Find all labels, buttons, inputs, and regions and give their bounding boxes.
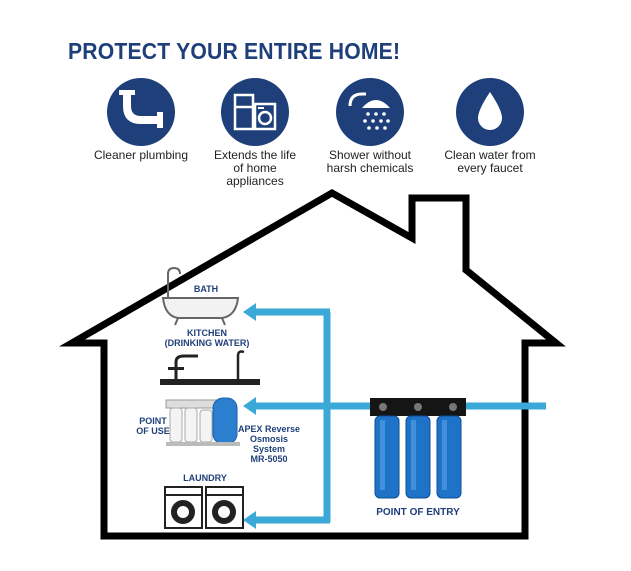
- house-outline: [58, 188, 566, 540]
- label-point-of-entry: POINT OF ENTRY: [376, 507, 460, 518]
- benefit-plumbing: [107, 78, 175, 146]
- ro-system-icon: [165, 397, 240, 446]
- benefit-label-appliances: Extends the life of home appliances: [213, 148, 297, 188]
- label-kitchen: KITCHEN (DRINKING WATER): [164, 328, 250, 348]
- label-bath: BATH: [193, 284, 219, 294]
- label-ro-system: APEX Reverse Osmosis System MR-5050: [237, 424, 301, 464]
- benefit-shower: [336, 78, 404, 146]
- pipe-icon: [119, 90, 163, 128]
- pipe-arrows: [243, 303, 256, 529]
- benefit-label-shower: Shower without harsh chemicals: [326, 148, 414, 175]
- benefit-label-plumbing: Cleaner plumbing: [93, 148, 189, 162]
- bathtub-icon: [161, 266, 240, 326]
- benefit-appliances: [221, 78, 289, 146]
- benefit-faucet: [456, 78, 524, 146]
- washer-dryer-icon: [164, 486, 244, 529]
- label-point-of-use: POINT OF USE: [136, 416, 170, 436]
- label-laundry: LAUNDRY: [183, 473, 227, 483]
- headline: PROTECT YOUR ENTIRE HOME!: [68, 38, 401, 64]
- kitchen-faucet-icon: [160, 350, 260, 385]
- water-drop-icon: [478, 92, 502, 130]
- appliances-icon: [233, 93, 277, 131]
- benefit-label-faucet: Clean water from every faucet: [444, 148, 536, 175]
- shower-icon: [348, 92, 390, 130]
- whole-house-filter-icon: [370, 398, 466, 499]
